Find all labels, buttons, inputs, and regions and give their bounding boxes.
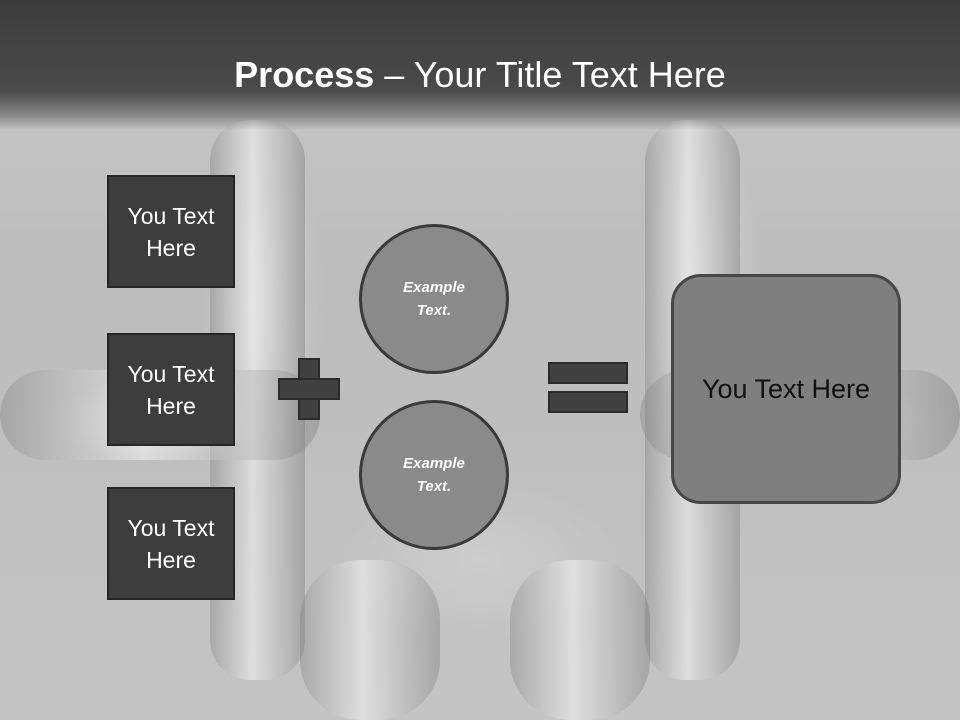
circle-2[interactable]: Example Text. <box>359 400 509 550</box>
left-box-3[interactable]: You Text Here <box>107 487 235 600</box>
circle-1-label: Example Text. <box>403 279 465 319</box>
left-box-2[interactable]: You Text Here <box>107 333 235 446</box>
result-label: You Text Here <box>701 373 871 404</box>
result-box[interactable]: You Text Here <box>671 274 901 504</box>
circle-1[interactable]: Example Text. <box>359 224 509 374</box>
title-rest: – Your Title Text Here <box>374 54 726 95</box>
equals-bar-top <box>548 362 628 384</box>
slide-title: Process – Your Title Text Here <box>0 52 960 98</box>
equals-bar-bottom <box>548 391 628 413</box>
circle-2-label: Example Text. <box>403 455 465 495</box>
title-bar <box>0 0 960 130</box>
left-box-1-label: You Text Here <box>127 202 215 261</box>
left-box-3-label: You Text Here <box>127 514 215 573</box>
plus-icon <box>278 358 340 420</box>
left-box-2-label: You Text Here <box>127 360 215 419</box>
left-box-1[interactable]: You Text Here <box>107 175 235 288</box>
title-bold: Process <box>234 54 375 95</box>
